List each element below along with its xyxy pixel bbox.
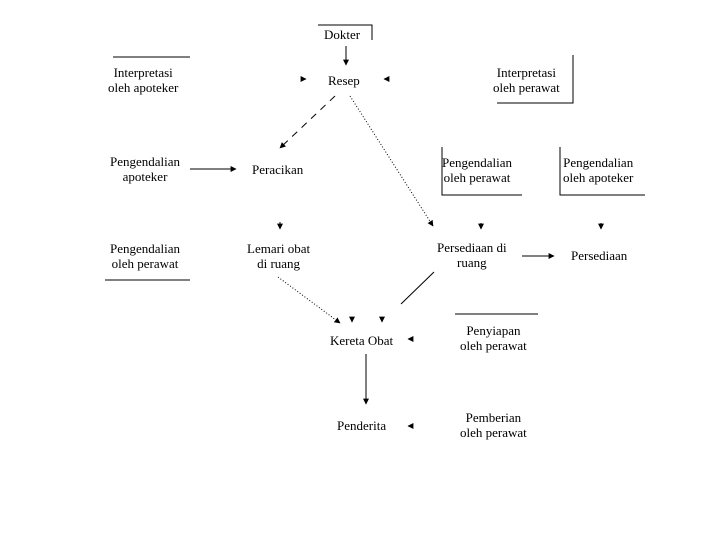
interpretasi-perawat-rightline: [497, 55, 574, 104]
pengendalian-apoteker-right-box: [559, 147, 645, 196]
pengendalian-perawat-mid-box: [441, 147, 522, 196]
node-pemberian-perawat: Pemberian oleh perawat: [460, 410, 527, 440]
node-pengendalian-apoteker-left: Pengendalian apoteker: [110, 154, 181, 184]
node-persediaan-di-ruang: Persediaan di ruang: [437, 240, 507, 270]
dokter-box-edge: [318, 24, 373, 40]
node-persediaan: Persediaan: [571, 248, 628, 263]
node-peracikan: Peracikan: [252, 162, 304, 177]
arrow-resep-persediaan-di-ruang: [349, 95, 434, 227]
arrow-resep-peracikan: [279, 95, 336, 149]
node-dokter: Dokter: [324, 27, 361, 42]
node-pengendalian-perawat-left: Pengendalian oleh perawat: [110, 241, 181, 271]
node-kereta-obat: Kereta Obat: [330, 333, 394, 348]
arrow-persediaan-kereta: [400, 271, 435, 305]
node-pengendalian-perawat-mid: Pengendalian oleh perawat: [442, 155, 513, 185]
node-penyiapan-perawat: Penyiapan oleh perawat: [460, 323, 527, 353]
node-lemari-obat: Lemari obat di ruang: [247, 241, 311, 271]
node-pengendalian-apoteker-right: Pengendalian oleh apoteker: [563, 155, 634, 185]
node-resep: Resep: [328, 73, 360, 88]
node-interpretasi-perawat: Interpretasi oleh perawat: [493, 65, 560, 95]
arrow-lemari-kereta: [277, 276, 341, 324]
node-interpretasi-apoteker: Interpretasi oleh apoteker: [108, 65, 179, 95]
node-penderita: Penderita: [337, 418, 387, 433]
